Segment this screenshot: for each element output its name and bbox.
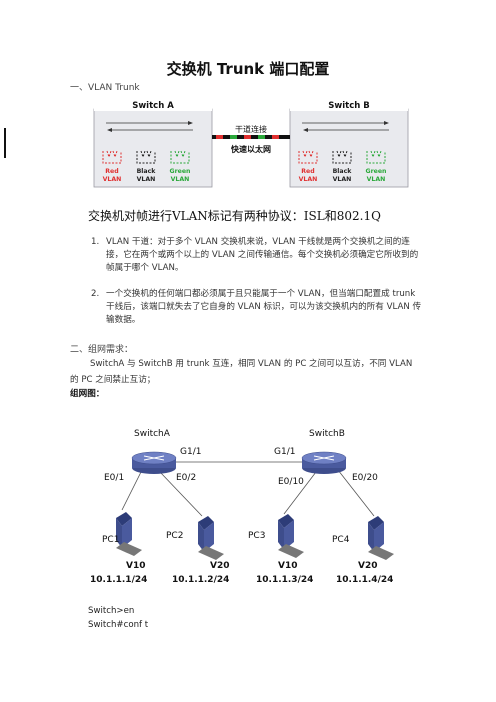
arrow-b-top-head bbox=[384, 121, 389, 125]
section-1-heading: 一、VLAN Trunk bbox=[70, 83, 140, 93]
protocol-subtitle: 交换机对帧进行VLAN标记有两种协议：ISL和802.1Q bbox=[88, 209, 381, 223]
port-e020: E0/20 bbox=[352, 473, 378, 483]
vlan-a-black-l1: Black bbox=[137, 168, 157, 175]
pc3-ip: 10.1.1.3/24 bbox=[256, 575, 313, 585]
switch-b-box bbox=[289, 108, 409, 188]
list-number: 1. bbox=[91, 237, 100, 247]
pc4-name: PC4 bbox=[332, 535, 350, 545]
list-text: 一个交换机的任何端口都必须属于且只能属于一个 VLAN，但当端口配置成 trun… bbox=[106, 289, 422, 325]
ports-a-black bbox=[136, 150, 156, 164]
code-line: Switch#conf t bbox=[88, 620, 149, 630]
trunk-label: 干道连接 bbox=[235, 124, 267, 134]
vlan-b-black-l1: Black bbox=[333, 168, 353, 175]
arrow-a-bottom-head bbox=[107, 128, 112, 132]
switch-a-name: SwitchA bbox=[134, 429, 171, 439]
switch-b-name: SwitchB bbox=[309, 429, 345, 439]
pc2-ip: 10.1.1.2/24 bbox=[172, 575, 229, 585]
switch-a-icon bbox=[131, 451, 177, 474]
arrow-a-top-head bbox=[188, 121, 193, 125]
list-item: 2. 一个交换机的任何端口都必须属于且只能属于一个 VLAN，但当端口配置成 t… bbox=[91, 288, 424, 330]
pc3-icon bbox=[278, 514, 304, 558]
switch-b-label: Switch B bbox=[328, 101, 369, 111]
ports-a-red bbox=[102, 150, 122, 164]
page-title: 交换机 Trunk 端口配置 bbox=[166, 60, 330, 78]
vlan-a-red-l1: Red bbox=[105, 168, 118, 175]
vlan-a-red-l2: VLAN bbox=[103, 176, 122, 183]
ports-a-green bbox=[170, 150, 190, 164]
pc2-name: PC2 bbox=[166, 531, 183, 541]
port-e02: E0/2 bbox=[176, 473, 196, 483]
section-2-heading: 二、组网需求： bbox=[70, 345, 134, 355]
code-line: Switch>en bbox=[88, 606, 135, 616]
pc4-icon bbox=[368, 516, 394, 560]
pc1-vlan: V10 bbox=[126, 561, 146, 571]
switch-a-box bbox=[93, 108, 213, 188]
g-port-a: G1/1 bbox=[180, 447, 201, 457]
trunk-link bbox=[212, 135, 290, 139]
switch-b-icon bbox=[301, 451, 347, 474]
list-number: 2. bbox=[91, 289, 100, 299]
arrow-b-bottom-head bbox=[303, 128, 308, 132]
pc1-icon bbox=[116, 512, 142, 556]
page-edge-bar bbox=[4, 128, 6, 158]
pc2-vlan: V20 bbox=[210, 561, 230, 571]
pc4-ip: 10.1.1.4/24 bbox=[336, 575, 393, 585]
vlan-a-green-l1: Green bbox=[170, 168, 191, 175]
pc4-vlan: V20 bbox=[358, 561, 378, 571]
port-e01: E0/1 bbox=[104, 473, 124, 483]
list-text: VLAN 干道：对于多个 VLAN 交换机来说，VLAN 干线就是两个交换机之间… bbox=[106, 237, 419, 273]
vlan-b-green-l1: Green bbox=[366, 168, 387, 175]
network-diagram-label: 组网图： bbox=[70, 389, 105, 399]
requirement-text: SwitchA 与 SwitchB 用 trunk 互连，相同 VLAN 的 P… bbox=[70, 359, 413, 385]
vlan-b-green-l2: VLAN bbox=[367, 176, 386, 183]
pc3-name: PC3 bbox=[248, 531, 265, 541]
switch-a-header bbox=[94, 99, 212, 111]
pc3-vlan: V10 bbox=[278, 561, 298, 571]
ports-b-green bbox=[366, 150, 386, 164]
vlan-trunk-diagram: Switch A Switch B 干道连接 快速以太网 Red bbox=[93, 99, 409, 188]
list-item: 1. VLAN 干道：对于多个 VLAN 交换机来说，VLAN 干线就是两个交换… bbox=[91, 236, 424, 288]
switch-a-label: Switch A bbox=[132, 101, 174, 111]
ports-b-red bbox=[298, 150, 318, 164]
vlan-b-red-l2: VLAN bbox=[299, 176, 318, 183]
pc2-icon bbox=[198, 516, 224, 560]
vlan-a-black-l2: VLAN bbox=[137, 176, 156, 183]
pc1-ip: 10.1.1.1/24 bbox=[90, 575, 147, 585]
network-topology-diagram: SwitchA SwitchB G1/1 G1/1 E0/1 E0/2 E0/1… bbox=[90, 429, 394, 585]
ports-b-black bbox=[332, 150, 352, 164]
fast-ethernet-label: 快速以太网 bbox=[231, 144, 271, 154]
topology-links bbox=[121, 461, 375, 517]
vlan-a-green-l2: VLAN bbox=[171, 176, 190, 183]
vlan-b-red-l1: Red bbox=[301, 168, 314, 175]
switch-b-header bbox=[290, 99, 408, 111]
pc1-name: PC1 bbox=[102, 535, 119, 545]
g-port-b: G1/1 bbox=[274, 447, 295, 457]
port-e010: E0/10 bbox=[278, 477, 304, 487]
vlan-b-black-l2: VLAN bbox=[333, 176, 352, 183]
